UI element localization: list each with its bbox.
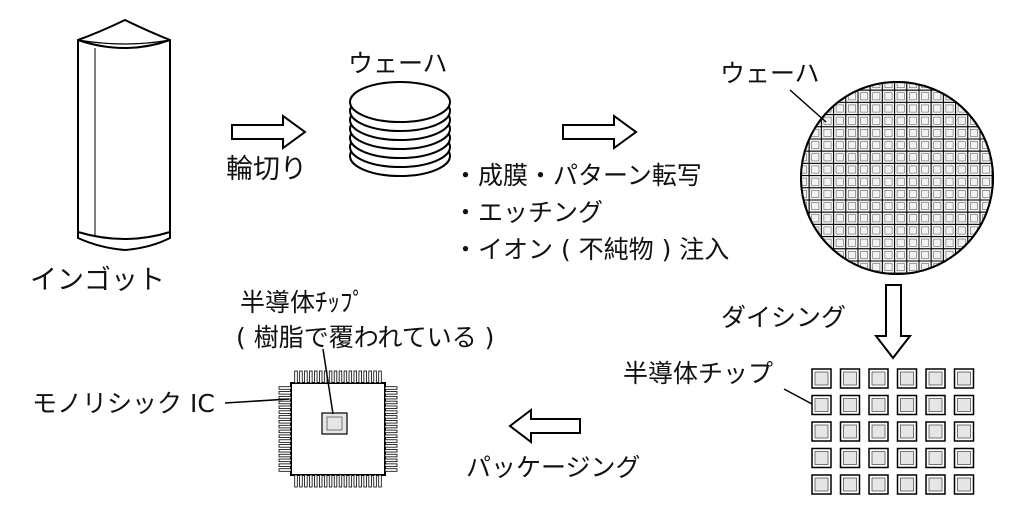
arrow-left bbox=[508, 407, 581, 445]
packaging-label: パッケージング bbox=[466, 453, 641, 482]
arrow-right-2 bbox=[562, 114, 638, 150]
chip-die bbox=[925, 421, 946, 442]
chip-die bbox=[811, 421, 832, 442]
chip-die bbox=[811, 447, 832, 469]
slicing-label: 輪切り bbox=[226, 154, 307, 185]
chip-die bbox=[811, 474, 832, 495]
process-step-1: ・成膜・パターン転写 bbox=[453, 161, 702, 190]
chip-die bbox=[953, 368, 975, 389]
arrow-down bbox=[873, 284, 913, 360]
chip-die bbox=[839, 368, 861, 389]
chip-array-icon bbox=[811, 368, 975, 495]
process-step-2: ・エッチング bbox=[453, 198, 604, 227]
chip-die bbox=[953, 421, 975, 442]
chip-die bbox=[896, 394, 918, 416]
chip-die bbox=[896, 421, 918, 442]
monolithic-ic-label: モノリシック IC bbox=[32, 389, 215, 418]
chips-label: 半導体チップ bbox=[623, 359, 774, 388]
wafer-grid-icon bbox=[789, 81, 994, 275]
chip-die bbox=[925, 474, 946, 495]
chip-die bbox=[839, 394, 861, 416]
chip-die bbox=[839, 421, 861, 442]
arrow-right-1 bbox=[231, 114, 307, 150]
ingot-label: インゴット bbox=[30, 265, 165, 296]
process-step-3: ・イオン ( 不純物 ) 注入 bbox=[453, 235, 730, 264]
chip-die bbox=[896, 447, 918, 469]
chip-die bbox=[953, 394, 975, 416]
wafer-stack-label: ウェーハ bbox=[348, 49, 448, 78]
chip-die bbox=[868, 447, 889, 469]
wafer-stack-icon bbox=[349, 81, 451, 177]
chip-die bbox=[896, 474, 918, 495]
chips-leader-line bbox=[783, 388, 813, 405]
package-resin-note: ( 樹脂で覆われている ) bbox=[236, 323, 495, 352]
chip-die bbox=[839, 447, 861, 469]
wafer-label: ウェーハ bbox=[720, 59, 820, 88]
chip-die bbox=[896, 368, 918, 389]
chip-die bbox=[811, 368, 832, 389]
chip-die bbox=[868, 394, 889, 416]
ingot-icon bbox=[77, 18, 171, 252]
chip-die bbox=[811, 394, 832, 416]
dicing-label: ダイシング bbox=[721, 303, 847, 332]
package-chip-label: 半導体ﾁｯﾌﾟ bbox=[240, 288, 366, 317]
chip-die bbox=[868, 474, 889, 495]
chip-die bbox=[925, 394, 946, 416]
chip-die bbox=[839, 474, 861, 495]
chip-die bbox=[953, 447, 975, 469]
chip-die bbox=[925, 447, 946, 469]
chip-die bbox=[925, 368, 946, 389]
ic-package-icon bbox=[224, 348, 398, 488]
chip-die bbox=[868, 368, 889, 389]
chip-die bbox=[953, 474, 975, 495]
chip-die bbox=[868, 421, 889, 442]
